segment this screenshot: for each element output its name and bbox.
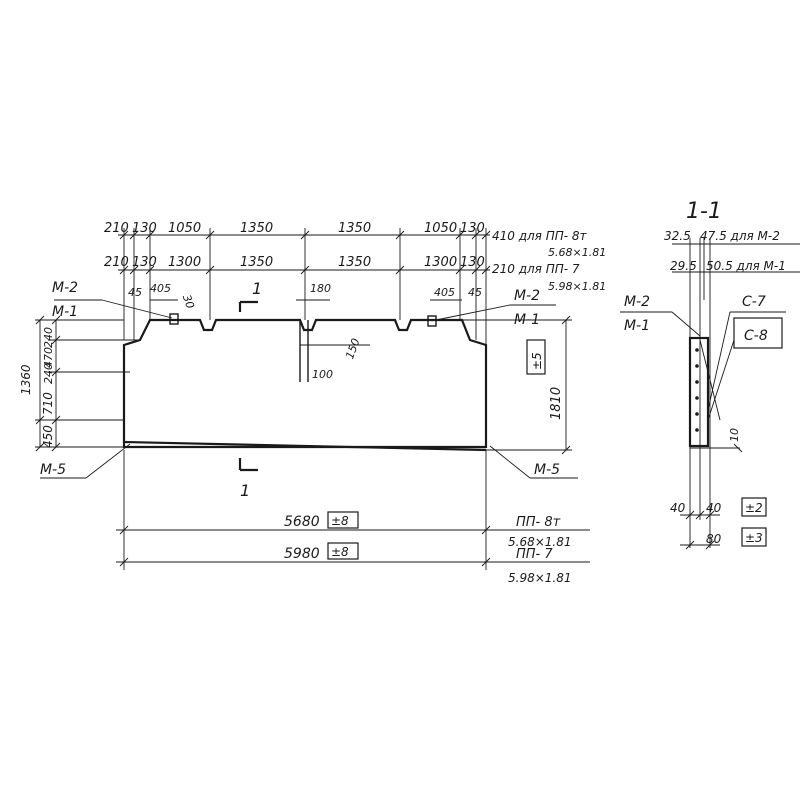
section-bottom-40b: 40 [706, 501, 722, 515]
dim-small-30: 30 [180, 293, 197, 311]
label-m2-right: М-2 [514, 288, 540, 304]
dim-top1-5: 1050 [424, 221, 457, 236]
dim-small-45-right: 45 [468, 286, 482, 299]
section-top2-b: 50.5 для М-1 [706, 259, 786, 273]
label-m2-left: М-2 [52, 280, 78, 296]
rebar-dots [695, 348, 699, 432]
dim-top1-3: 1350 [240, 221, 273, 236]
section-label-m1: М-1 [624, 318, 650, 334]
elevation-view: 210 130 1050 1350 1350 1050 130 410 для … [19, 221, 606, 585]
section-cut-mark-top: 1 [238, 279, 262, 312]
dim-top1-7: 410 для ПП- 8т [492, 229, 588, 243]
section-view: 1-1 32.5 47.5 для М-2 29.5 50.5 для М-1 … [620, 199, 800, 550]
section-bottom-80: 80 [706, 532, 722, 546]
section-mark-top: 1 [252, 279, 262, 298]
name-pp7: ПП- 7 [516, 547, 553, 562]
dim-top2-7: 210 для ПП- 7 [492, 262, 580, 276]
dim-top2-4: 1350 [338, 255, 371, 270]
panel-bottom-edge [123, 440, 487, 452]
dim-small-100: 100 [312, 368, 333, 381]
dim-top1-0: 210 [104, 221, 129, 236]
dim-top2-3: 1350 [240, 255, 273, 270]
size-note-top1: 5.68×1.81 [548, 246, 606, 259]
section-top2-a: 29.5 [670, 259, 697, 273]
section-label-c8: С-8 [744, 328, 768, 344]
dim-small-45-left: 45 [128, 286, 142, 299]
section-tol-3: ±3 [745, 531, 763, 545]
dim-small-180: 180 [310, 282, 331, 295]
section-dim-10: 10 [728, 428, 741, 442]
tol-right: ±5 [530, 352, 544, 370]
dim-bottom-5680: 5680 [284, 514, 320, 530]
section-bottom-40a: 40 [670, 501, 686, 515]
section-label-m2: М-2 [624, 294, 650, 310]
section-mark-bottom: 1 [240, 481, 250, 500]
tol-bottom-5980: ±8 [331, 545, 349, 559]
dim-right-1810: 1810 [549, 387, 564, 420]
dim-small-150: 150 [343, 337, 362, 361]
name-pp8t: ПП- 8т [516, 515, 561, 530]
dim-top2-5: 1300 [424, 255, 457, 270]
section-top1-b: 47.5 для М-2 [700, 229, 780, 243]
section-body [688, 336, 710, 448]
dim-left-1360: 1360 [19, 364, 33, 395]
label-m1-right: М-1 [514, 312, 540, 328]
label-m1-left: М-1 [52, 304, 78, 320]
dim-top2-0: 210 [104, 255, 129, 270]
size-pp7: 5.98×1.81 [508, 571, 572, 585]
dim-small-405-right: 405 [434, 286, 455, 299]
dim-top2-6: 130 [460, 255, 485, 270]
dim-top1-2: 1050 [168, 221, 201, 236]
section-top1-a: 32.5 [664, 229, 691, 243]
dim-left-710: 710 [41, 392, 55, 415]
section-label-c7: С-7 [742, 294, 766, 310]
embed-left [169, 313, 179, 325]
size-pp8t: 5.68×1.81 [508, 535, 572, 549]
dim-left-450: 450 [41, 425, 55, 448]
section-tol-2: ±2 [745, 501, 763, 515]
label-m5-left: М-5 [40, 462, 66, 478]
section-title: 1-1 [686, 199, 722, 224]
section-cut-mark-bottom: 1 [238, 458, 258, 500]
dim-top1-1: 130 [132, 221, 157, 236]
dim-small-405-left: 405 [150, 282, 171, 295]
dim-left-470: 470 [42, 347, 55, 368]
tol-bottom-5680: ±8 [331, 514, 349, 528]
label-m5-right: М-5 [534, 462, 560, 478]
dim-bottom-5980: 5980 [284, 546, 320, 562]
panel-outline [122, 318, 488, 449]
dim-left-240a: 240 [42, 327, 55, 348]
dim-top2-1: 130 [132, 255, 157, 270]
dim-top1-6: 130 [460, 221, 485, 236]
dim-left-240b: 240 [42, 363, 55, 384]
dim-top2-2: 1300 [168, 255, 201, 270]
embed-right [427, 315, 437, 327]
dim-top1-4: 1350 [338, 221, 371, 236]
size-note-top2: 5.98×1.81 [548, 280, 606, 293]
